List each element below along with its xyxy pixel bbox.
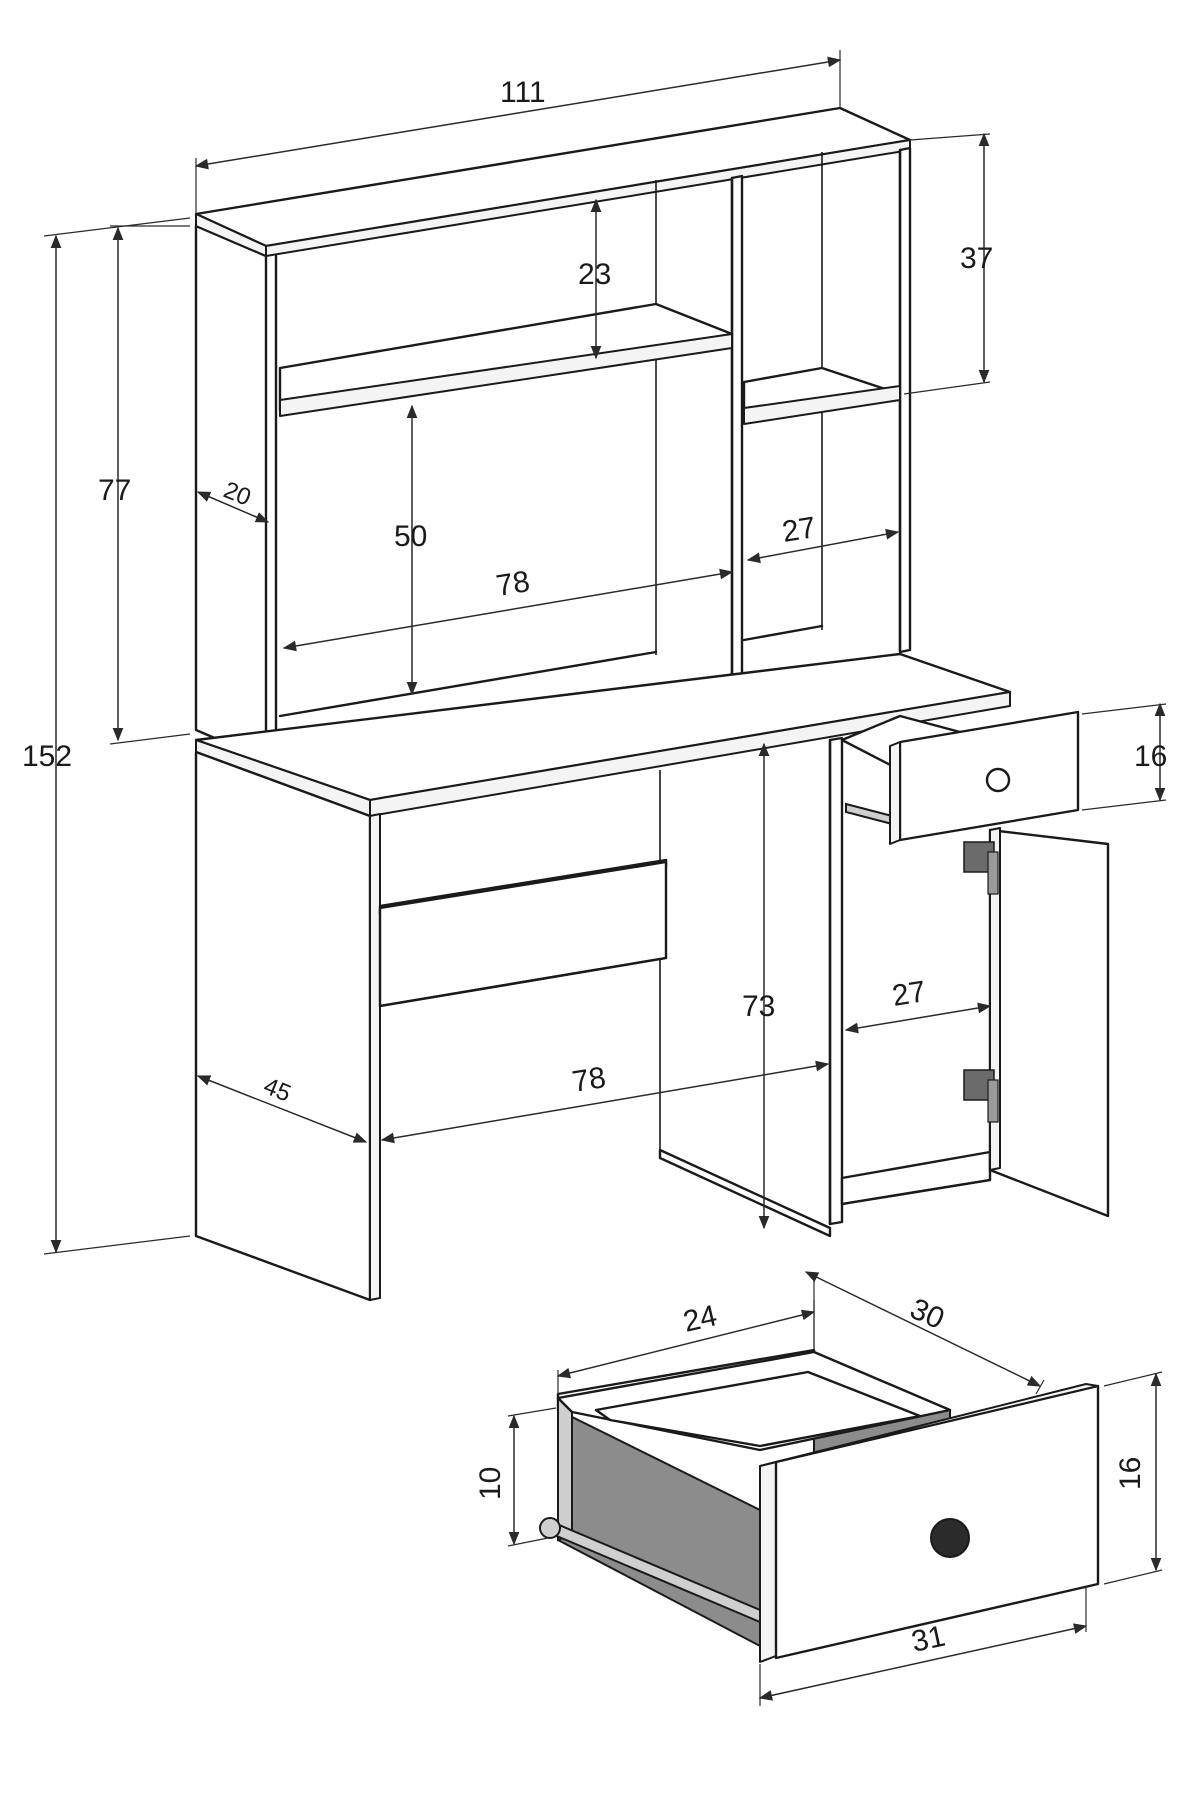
- hutch-right-shelf-front: [743, 385, 901, 425]
- drawer-left-side: [557, 1408, 761, 1648]
- hutch-base-back-edge: [278, 650, 658, 718]
- cabinet-door-open: [988, 828, 1110, 1218]
- dim-hutch-side-width: 27: [780, 511, 818, 549]
- dim-hutch-inner-width: 78: [494, 565, 532, 603]
- hutch: [194, 106, 912, 762]
- desk-left-leg-front: [369, 813, 381, 1301]
- desk-left-leg-panel: [194, 750, 372, 1302]
- dim-hutch-height: 77: [98, 474, 131, 507]
- dim-inner-open-height: 50: [394, 520, 427, 553]
- hutch-middle-divider: [730, 174, 744, 684]
- dim-drawer-inner-width: 24: [680, 1299, 720, 1339]
- dim-drawer-front-width: 31: [909, 1620, 949, 1659]
- door-hinge-top: [963, 841, 999, 895]
- dim-desk-height: 73: [742, 990, 775, 1023]
- dim-drawer-depth: 30: [905, 1292, 949, 1336]
- desk-partition-panel: [828, 736, 844, 1226]
- hutch-left-shelf-front: [279, 333, 733, 417]
- dim-drawer-side-height: 10: [474, 1467, 507, 1500]
- dim-drawer-front-height: 16: [1114, 1457, 1147, 1490]
- drawer-front-top-edge: [759, 1383, 1099, 1467]
- desk: [194, 652, 1110, 1302]
- drawer-left-side-edge: [557, 1396, 573, 1542]
- dim-total-width: 111: [500, 76, 546, 109]
- dim-cabinet-inner-width: 27: [890, 975, 928, 1013]
- drawer-front-side-edge: [759, 1461, 777, 1663]
- cabinet-bottom-edge: [840, 1178, 992, 1206]
- dim-total-height: 152: [22, 740, 72, 773]
- dim-hutch-top-height: 37: [960, 242, 993, 275]
- hutch-right-side-panel: [898, 146, 912, 654]
- dim-shelf-gap: 23: [578, 258, 611, 291]
- hutch-base-back-edge-right: [742, 624, 824, 642]
- dim-drawer-front-height-top: 16: [1134, 740, 1167, 773]
- drawer-slide-roller-icon: [539, 1517, 561, 1539]
- drawer-inner-opening: [594, 1370, 922, 1448]
- hutch-top-board: [194, 106, 912, 248]
- dim-desk-knee-width: 78: [570, 1061, 608, 1099]
- door-hinge-bottom: [963, 1069, 999, 1123]
- cabinet-drawer-open: [840, 710, 1080, 845]
- desk-mid-panel-bottom: [378, 956, 668, 1008]
- cabinet-drawer-front-edge: [889, 741, 901, 845]
- drawer-detail: 24 30 10 16 31: [474, 1271, 1163, 1706]
- cabinet-bottom-shelf: [840, 1150, 992, 1206]
- drawer-knob-icon: [930, 1518, 970, 1558]
- cabinet-drawer-knob-icon: [985, 767, 1011, 793]
- desk-middle-partition: [658, 1148, 832, 1238]
